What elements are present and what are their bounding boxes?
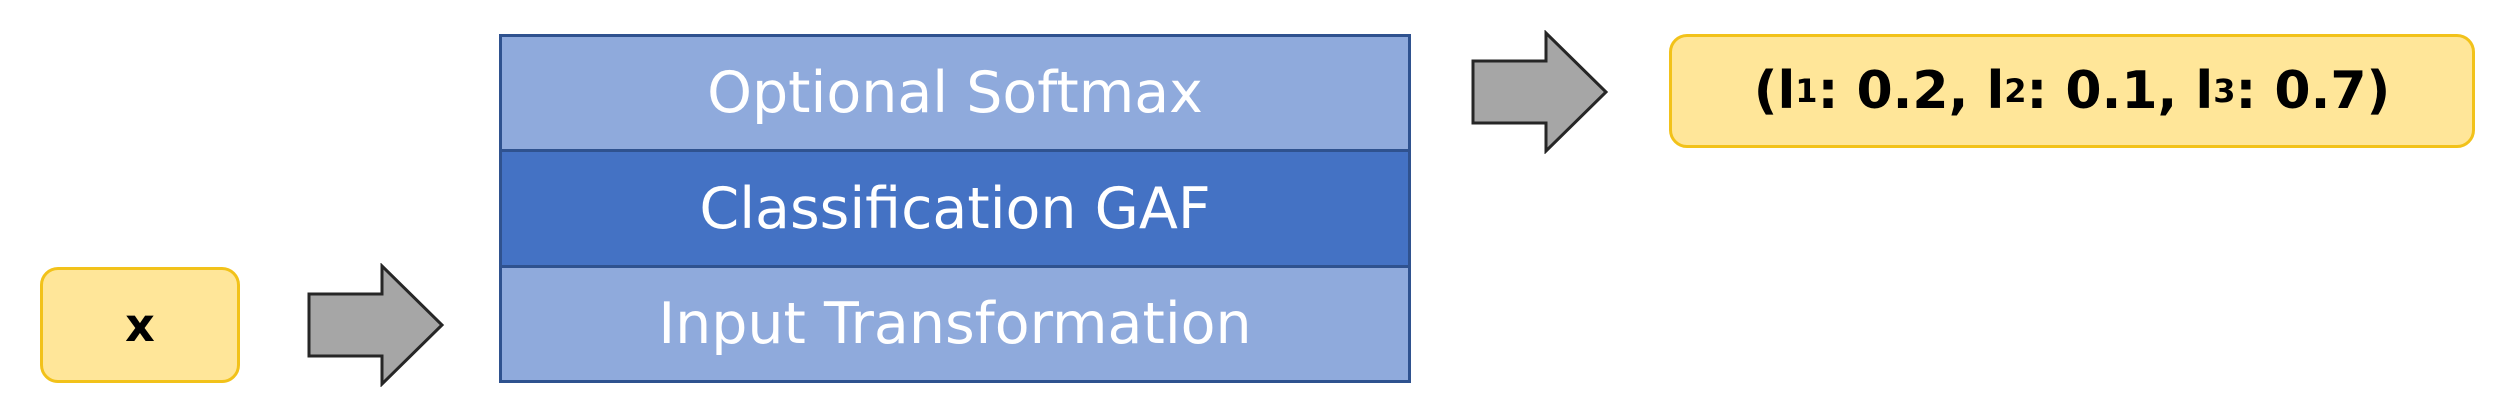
block-right-arrow-icon — [307, 263, 445, 387]
layer-classification-gaf-label: Classification GAF — [699, 175, 1211, 242]
layer-input-transformation: Input Transformation — [499, 265, 1411, 383]
output-label-3: l — [2195, 61, 2214, 121]
layer-classification-gaf: Classification GAF — [499, 149, 1411, 268]
input-label: x — [125, 298, 155, 352]
output-open-paren: ( — [1753, 61, 1778, 121]
output-value-2: : 0.1, — [2026, 61, 2196, 121]
output-label-2: l — [1986, 61, 2005, 121]
output-value-1: : 0.2, — [1817, 61, 1987, 121]
output-label-1: l — [1777, 61, 1796, 121]
layer-optional-softmax: Optional Softmax — [499, 34, 1411, 152]
output-value-3: : 0.7) — [2235, 61, 2391, 121]
layer-input-transformation-label: Input Transformation — [658, 291, 1252, 357]
input-x-box: x — [40, 267, 240, 383]
block-right-arrow-icon — [1471, 30, 1609, 154]
layer-optional-softmax-label: Optional Softmax — [707, 60, 1203, 126]
